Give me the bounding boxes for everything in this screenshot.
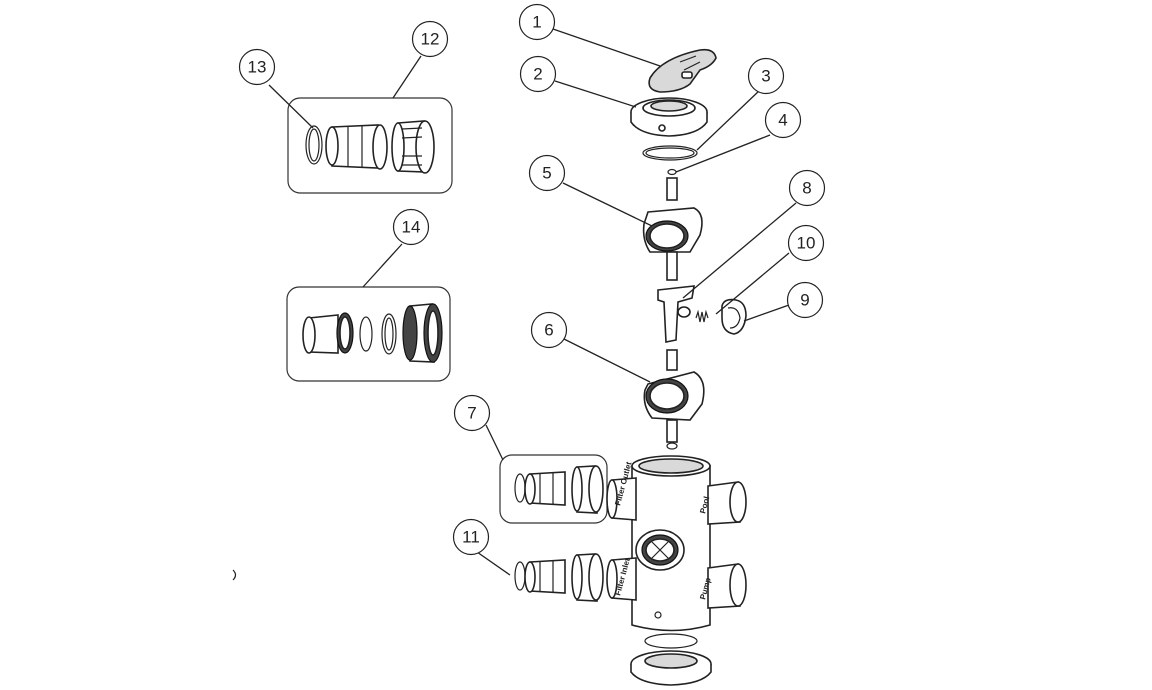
kit-7-parts — [514, 465, 604, 514]
bottom-gasket-part — [644, 633, 698, 649]
callout-14: 14 — [392, 208, 430, 246]
svg-text:6: 6 — [544, 321, 553, 340]
svg-text:4: 4 — [778, 111, 787, 130]
svg-text:5: 5 — [542, 164, 551, 183]
seal-cap-part — [721, 298, 747, 335]
label-pool: Pool — [698, 495, 711, 514]
svg-text:9: 9 — [800, 291, 809, 310]
callout-5: 5 — [528, 154, 566, 192]
callout-12: 12 — [411, 20, 449, 58]
lower-rotor-part — [643, 349, 705, 450]
svg-text:2: 2 — [533, 65, 542, 84]
kit-12-parts — [305, 120, 435, 174]
callout-2: 2 — [519, 55, 557, 93]
svg-text:10: 10 — [797, 234, 816, 253]
cover-gasket-part — [642, 145, 698, 161]
svg-text:3: 3 — [761, 67, 770, 86]
leader-lines — [268, 28, 797, 576]
parts-11 — [514, 553, 604, 602]
kit-14-parts — [302, 303, 443, 363]
callout-11: 11 — [452, 518, 490, 556]
svg-text:13: 13 — [248, 58, 267, 77]
svg-text:7: 7 — [467, 404, 476, 423]
stray-mark — [232, 569, 237, 581]
upper-rotor-part — [642, 177, 703, 281]
callout-3: 3 — [747, 57, 785, 95]
callout-4: 4 — [764, 101, 802, 139]
svg-text:8: 8 — [802, 179, 811, 198]
diverter-bracket-part — [657, 285, 695, 343]
callout-9: 9 — [786, 281, 824, 319]
handle-part — [648, 48, 717, 93]
callout-1: 1 — [518, 3, 556, 41]
stem-oring-part — [667, 168, 677, 176]
svg-text:14: 14 — [402, 218, 421, 237]
callout-7: 7 — [453, 394, 491, 432]
base-cap-part — [630, 650, 712, 686]
cover-part — [630, 97, 708, 137]
callout-8: 8 — [788, 169, 826, 207]
callout-13: 13 — [238, 48, 276, 86]
svg-text:1: 1 — [532, 13, 541, 32]
svg-text:11: 11 — [462, 528, 480, 547]
svg-text:12: 12 — [421, 30, 440, 49]
valve-body-part — [606, 455, 747, 632]
spring-part — [695, 309, 709, 323]
callout-6: 6 — [530, 311, 568, 349]
callout-10: 10 — [787, 224, 825, 262]
